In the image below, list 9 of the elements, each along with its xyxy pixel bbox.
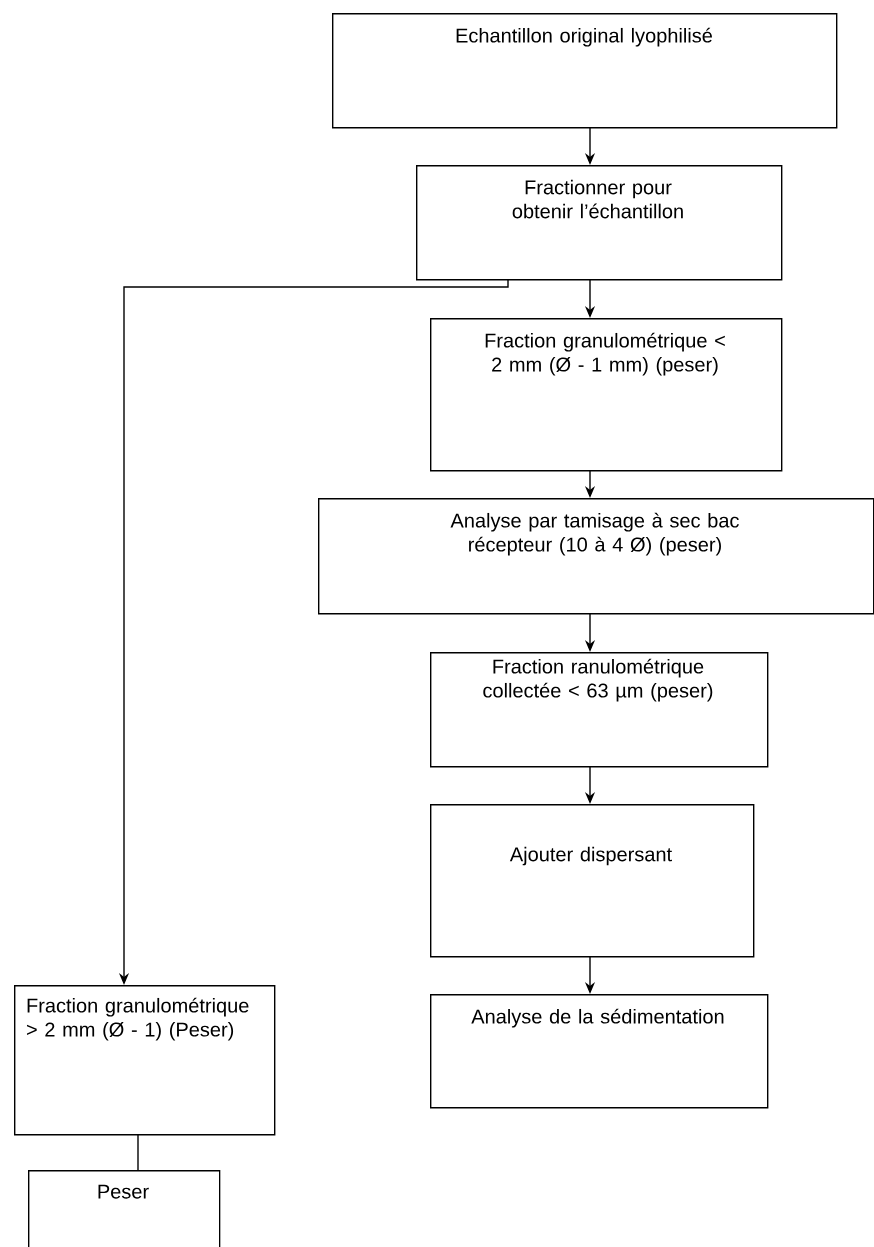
- process-box: Ajouter dispersant: [430, 804, 755, 958]
- process-box: Analyse de la sédimentation: [430, 994, 769, 1109]
- process-box: Fraction granulométrique > 2 mm (Ø - 1) (Peser): [14, 985, 276, 1136]
- process-box: Fractionner pour obtenir l’échantillon: [416, 165, 783, 281]
- process-box: Fraction granulométrique < 2 mm (Ø - 1 mm) (peser): [430, 318, 783, 472]
- process-box: Fraction ranulométrique collectée < 63 µm (peser): [430, 652, 769, 768]
- process-box: Peser: [28, 1170, 221, 1247]
- process-box: Echantillon original lyophilisé: [332, 13, 838, 129]
- process-box: Analyse par tamisage à sec bac récepteur (10 à 4 Ø) (peser): [318, 498, 874, 615]
